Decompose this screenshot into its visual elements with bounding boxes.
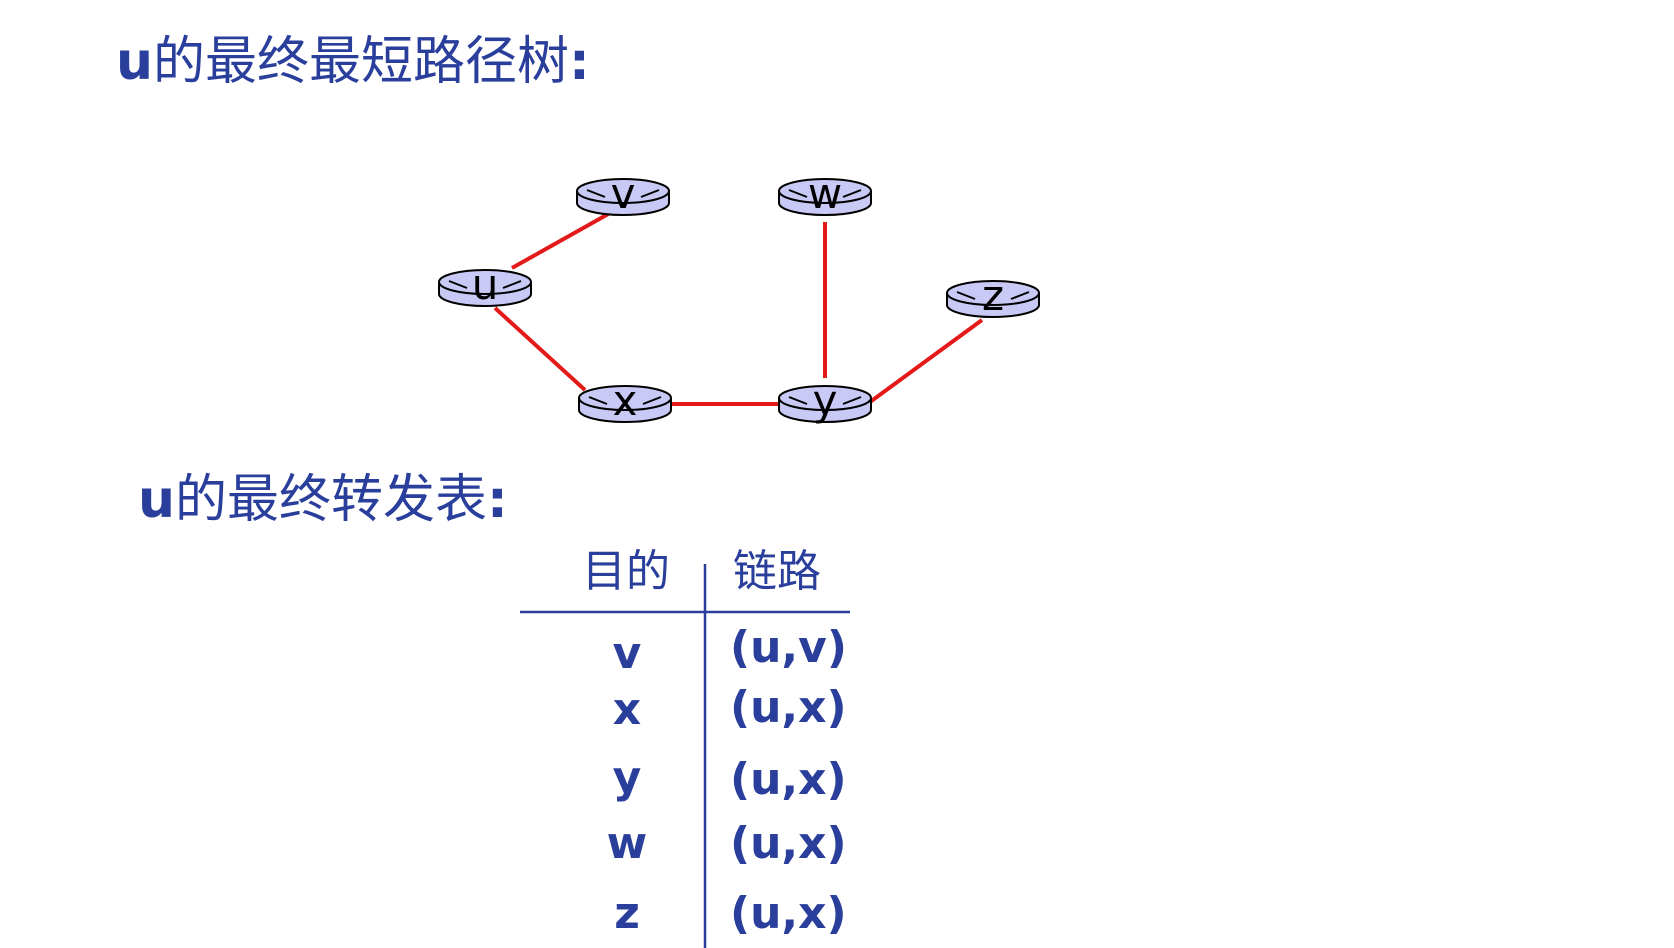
node-label-z: z: [982, 271, 1004, 320]
column-header-link: 链路: [733, 546, 821, 597]
edge-u-x: [493, 306, 587, 392]
table-cell-destination: x: [612, 684, 642, 735]
table-cell-link: (u,x): [730, 682, 847, 733]
table-title-prefix: u: [138, 470, 176, 530]
table-title-text: 的最终转发表: [175, 470, 488, 530]
router-node-z: z: [946, 271, 1040, 320]
table-cell-destination: w: [606, 818, 648, 869]
router-node-x: x: [578, 376, 672, 425]
node-label-x: x: [613, 376, 638, 425]
tree-title-suffix: :: [569, 32, 590, 92]
table-cell-link: (u,x): [730, 754, 847, 805]
router-node-u: u: [438, 260, 532, 309]
node-label-y: y: [813, 376, 838, 425]
column-header-destination: 目的: [582, 546, 670, 597]
tree-title-prefix: u: [116, 32, 154, 92]
edge-y-z: [868, 318, 984, 404]
tree-title: u的最终最短路径树:: [116, 36, 590, 88]
node-label-w: w: [808, 169, 842, 218]
node-label-v: v: [611, 169, 636, 218]
table-cell-link: (u,x): [730, 888, 847, 939]
node-label-u: u: [472, 260, 499, 309]
table-title: u的最终转发表:: [138, 474, 508, 526]
router-node-y: y: [778, 376, 872, 425]
edge-u-v: [511, 211, 611, 270]
table-cell-destination: y: [612, 752, 642, 803]
table-cell-destination: z: [614, 888, 640, 939]
table-cell-destination: v: [612, 628, 642, 679]
table-cell-link: (u,x): [730, 818, 847, 869]
router-node-v: v: [576, 169, 670, 218]
table-cell-link: (u,v): [730, 622, 847, 673]
tree-title-text: 的最终最短路径树: [153, 32, 570, 92]
router-node-w: w: [778, 169, 872, 218]
edges-layer: [493, 211, 984, 406]
table-title-suffix: :: [487, 470, 508, 530]
